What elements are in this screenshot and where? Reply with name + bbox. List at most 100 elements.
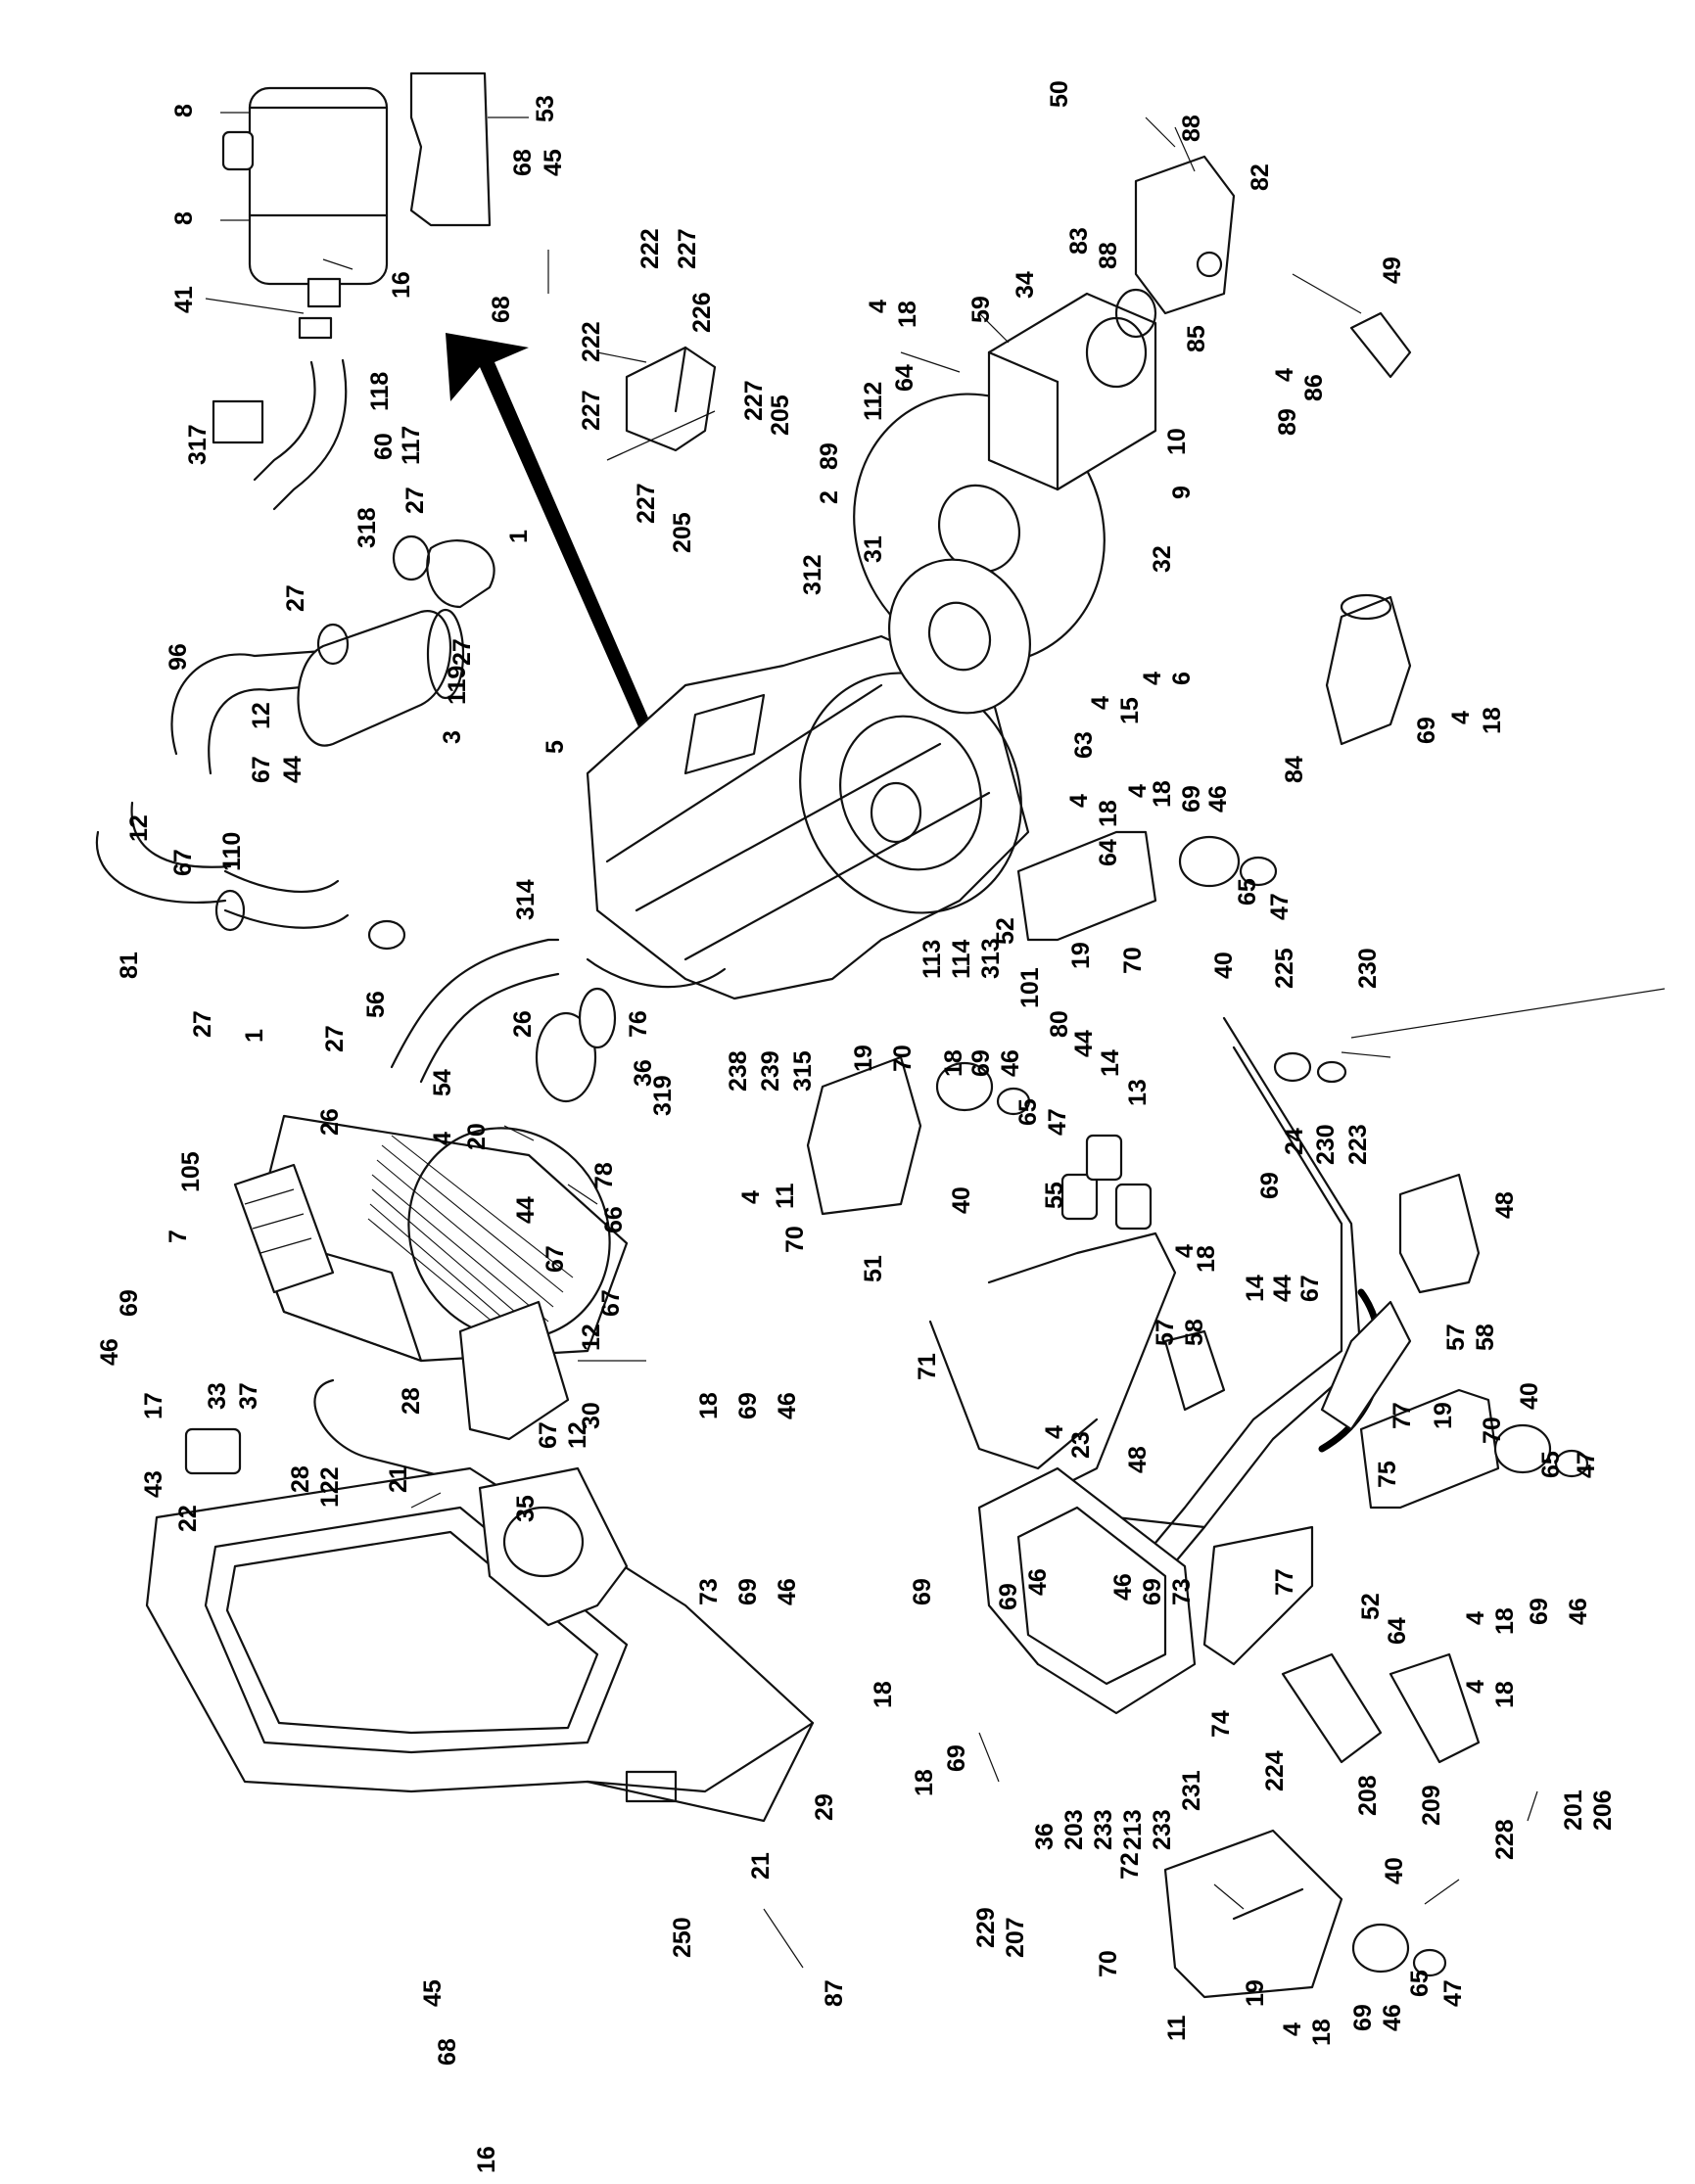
callout-105: 105 (177, 1151, 205, 1192)
fan-assembly (535, 987, 617, 1103)
callout-46: 46 (774, 1392, 801, 1419)
plate-74-75 (1202, 1300, 1412, 1666)
callout-88: 88 (1095, 242, 1122, 269)
coupler-84 (1325, 593, 1412, 746)
callout-224: 224 (1261, 1750, 1289, 1791)
callout-69: 69 (967, 1049, 995, 1077)
callout-40: 40 (948, 1186, 975, 1214)
callout-13: 13 (1124, 1079, 1152, 1106)
callout-312: 312 (799, 554, 826, 595)
plate-71 (928, 1320, 1099, 1470)
callout-223: 223 (1344, 1124, 1372, 1165)
callout-44: 44 (279, 756, 306, 783)
callout-46: 46 (1024, 1568, 1052, 1596)
callout-50: 50 (1046, 80, 1073, 108)
callout-56: 56 (362, 991, 390, 1018)
air-cleaner (221, 86, 389, 340)
callout-222: 222 (578, 321, 605, 362)
intake-elbow-118 (212, 358, 348, 511)
callout-14: 14 (1242, 1275, 1269, 1302)
callout-117: 117 (398, 426, 425, 465)
callout-84: 84 (1281, 756, 1308, 783)
callout-33: 33 (204, 1382, 231, 1410)
clamp-27-b (316, 623, 350, 666)
callout-47: 47 (1573, 1451, 1600, 1478)
hose-81 (95, 801, 232, 905)
bracket-52-lower (1359, 1388, 1500, 1510)
callout-4: 4 (1271, 368, 1298, 382)
fan-guard-66 (407, 1127, 611, 1340)
callout-26: 26 (316, 1108, 344, 1136)
callout-89: 89 (1274, 408, 1301, 436)
callout-12: 12 (125, 814, 153, 842)
isolator-40-bottom (1351, 1923, 1447, 1977)
callout-54: 54 (429, 1069, 456, 1096)
callout-113: 113 (918, 940, 946, 979)
callout-46: 46 (1109, 1573, 1137, 1601)
callout-76: 76 (625, 1010, 652, 1038)
callout-81: 81 (116, 952, 143, 979)
callout-222: 222 (636, 228, 664, 269)
callout-8: 8 (170, 211, 198, 225)
callout-23: 23 (1067, 1431, 1095, 1459)
callout-77: 77 (1389, 1402, 1416, 1429)
callout-40: 40 (1381, 1857, 1408, 1884)
callout-7: 7 (165, 1230, 192, 1243)
callout-40: 40 (1516, 1382, 1543, 1410)
callout-205: 205 (669, 512, 696, 553)
callout-4: 4 (1462, 1680, 1489, 1694)
callout-122: 122 (316, 1466, 344, 1508)
callout-58: 58 (1181, 1319, 1208, 1346)
callout-43: 43 (140, 1470, 167, 1498)
callout-70: 70 (889, 1045, 917, 1072)
callout-2: 2 (816, 490, 843, 504)
callout-114: 114 (948, 940, 975, 979)
overflow-hose-122 (313, 1378, 492, 1490)
callout-69: 69 (734, 1392, 762, 1419)
callout-206: 206 (1589, 1789, 1617, 1831)
radiator-frame-29 (145, 1466, 815, 1823)
callout-72: 72 (1116, 1852, 1144, 1880)
callout-75: 75 (1374, 1461, 1401, 1488)
callout-17: 17 (140, 1392, 167, 1419)
callout-29: 29 (811, 1793, 838, 1821)
callout-70: 70 (1479, 1417, 1506, 1444)
callout-225: 225 (1271, 948, 1298, 989)
callout-78: 78 (590, 1162, 618, 1189)
clamp-27-c (214, 889, 246, 932)
callout-119: 119 (444, 666, 471, 705)
callout-18: 18 (1308, 2019, 1336, 2046)
solenoid-55 (1060, 1134, 1153, 1231)
callout-4: 4 (1171, 1244, 1199, 1258)
callout-3: 3 (439, 730, 466, 744)
callout-69: 69 (909, 1578, 936, 1605)
reservoir-30 (458, 1300, 570, 1441)
bracket-51 (806, 1055, 922, 1216)
callout-228: 228 (1491, 1819, 1519, 1860)
callout-69: 69 (1413, 717, 1440, 744)
callout-18: 18 (870, 1681, 897, 1708)
callout-18: 18 (1491, 1681, 1519, 1708)
callout-69: 69 (1178, 785, 1205, 813)
callout-4: 4 (1279, 2022, 1306, 2036)
callout-233: 233 (1090, 1809, 1117, 1850)
callout-67: 67 (535, 1421, 562, 1449)
callout-58: 58 (1472, 1324, 1499, 1351)
battery-tray-36 (977, 1466, 1197, 1715)
callout-52: 52 (1357, 1593, 1385, 1620)
coolant-hose-56 (390, 938, 560, 1084)
callout-67: 67 (1296, 1275, 1324, 1302)
callout-9: 9 (1168, 486, 1196, 499)
callout-19: 19 (1430, 1402, 1457, 1429)
callout-112: 112 (860, 382, 887, 421)
callout-31: 31 (860, 535, 887, 563)
callout-40: 40 (1210, 952, 1238, 979)
callout-73: 73 (1168, 1578, 1196, 1605)
callout-227: 227 (674, 228, 701, 269)
callout-4: 4 (1041, 1425, 1068, 1439)
callout-313: 313 (977, 938, 1005, 979)
callout-68: 68 (509, 149, 537, 176)
fitting-49 (1349, 311, 1412, 379)
callout-18: 18 (894, 301, 921, 328)
isolator-40-mid (935, 1061, 1031, 1116)
